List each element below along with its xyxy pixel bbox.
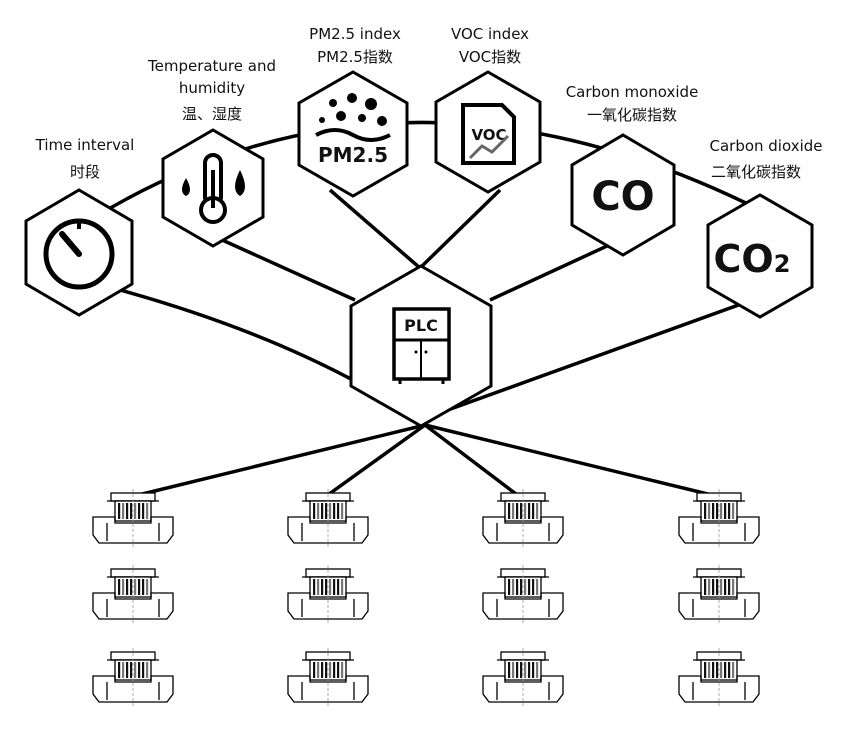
voc-document-icon: VOC <box>461 103 516 165</box>
ceiling-fan-unit-icon <box>287 489 369 547</box>
ceiling-fan-unit-icon <box>92 565 174 623</box>
co-hexagon <box>570 133 676 257</box>
ceiling-fan-unit-icon <box>287 565 369 623</box>
voc-label-zh: VOC指数 <box>459 48 521 66</box>
voc-icon-text: VOC <box>471 126 506 144</box>
ceiling-fan-unit-icon <box>482 489 564 547</box>
co-label-en: Carbon monoxide <box>566 83 699 101</box>
ceiling-fan-unit-icon <box>678 648 760 706</box>
stopwatch-icon <box>43 218 115 290</box>
sensor-temperature-humidity: Temperature and humidity 温、湿度 <box>147 57 276 248</box>
fan-unit-grid <box>92 489 760 706</box>
temp-label-en-1: Temperature and <box>147 57 276 75</box>
voc-label-en: VOC index <box>451 25 529 43</box>
plc-label: PLC <box>404 316 438 335</box>
temp-label-en-2: humidity <box>179 79 245 97</box>
unit-wires <box>129 423 721 499</box>
co-label-zh: 一氧化碳指数 <box>587 106 677 124</box>
pm25-label-zh: PM2.5指数 <box>317 48 393 66</box>
ceiling-fan-unit-icon <box>482 565 564 623</box>
ceiling-fan-unit-icon <box>92 648 174 706</box>
sensor-carbon-dioxide: Carbon dioxide 二氧化碳指数 CO2 <box>706 137 823 319</box>
plc-cabinet-icon: PLC <box>392 307 451 384</box>
pm25-icon-text: PM2.5 <box>318 143 388 167</box>
ceiling-fan-unit-icon <box>287 648 369 706</box>
ceiling-fan-unit-icon <box>678 489 760 547</box>
co2-icon-text: CO2 <box>714 237 791 281</box>
sensor-voc: VOC index VOC指数 VOC <box>434 25 542 194</box>
time-label-en: Time interval <box>35 136 135 154</box>
ceiling-fan-unit-icon <box>92 489 174 547</box>
temp-label-zh: 温、湿度 <box>182 105 242 123</box>
sensor-time-interval: Time interval 时段 <box>24 136 135 317</box>
co-icon-text: CO <box>591 174 654 220</box>
thermometer-droplets-icon <box>182 153 245 224</box>
particles-icon: PM2.5 <box>315 93 391 167</box>
time-label-zh: 时段 <box>70 163 100 181</box>
sensor-carbon-monoxide: Carbon monoxide 一氧化碳指数 CO <box>566 83 699 257</box>
sensor-pm25: PM2.5 index PM2.5指数 PM2.5 <box>297 25 409 198</box>
plc-controller: PLC <box>349 264 493 428</box>
ceiling-fan-unit-icon <box>678 565 760 623</box>
ceiling-fan-unit-icon <box>482 648 564 706</box>
co2-label-en: Carbon dioxide <box>709 137 822 155</box>
co2-label-zh: 二氧化碳指数 <box>711 163 801 181</box>
co2-hexagon <box>706 193 814 319</box>
pm25-label-en: PM2.5 index <box>309 25 401 43</box>
